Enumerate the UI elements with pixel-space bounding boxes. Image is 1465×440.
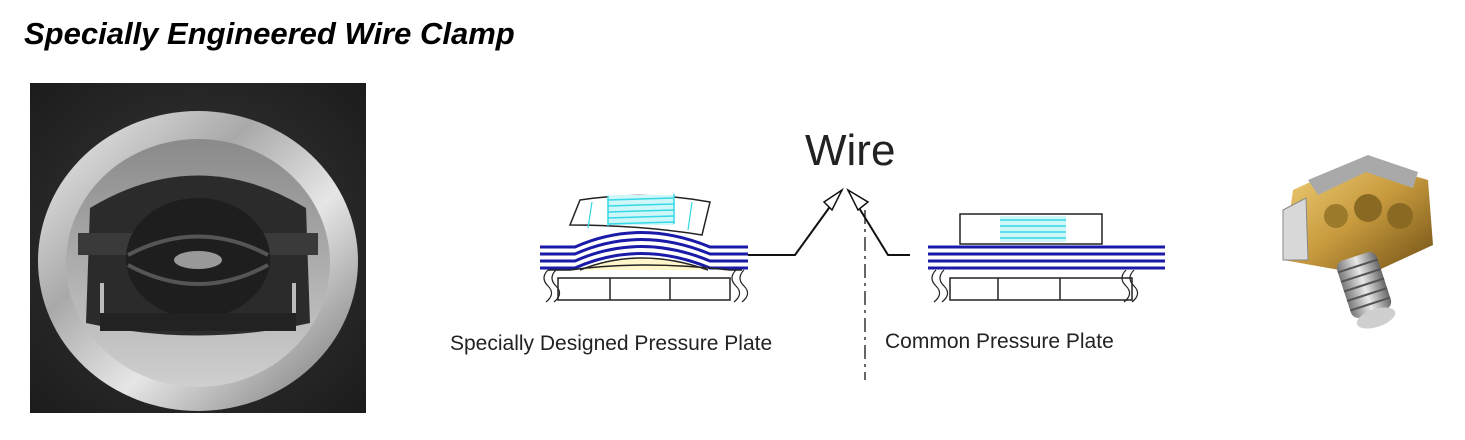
common-plate-caption: Common Pressure Plate xyxy=(885,330,1114,353)
special-plate-caption: Specially Designed Pressure Plate xyxy=(450,332,772,355)
wire-leader-left xyxy=(748,189,843,256)
page-title: Specially Engineered Wire Clamp xyxy=(24,16,515,51)
brass-clamp-photo xyxy=(1248,150,1453,340)
special-pressure-plate xyxy=(540,194,749,303)
wire-label: Wire xyxy=(805,126,895,175)
wire-clamp-photo xyxy=(30,83,366,413)
wire-leader-right xyxy=(847,189,910,256)
common-pressure-plate xyxy=(928,213,1165,303)
pressure-plate-diagram: Wire xyxy=(430,110,1190,400)
